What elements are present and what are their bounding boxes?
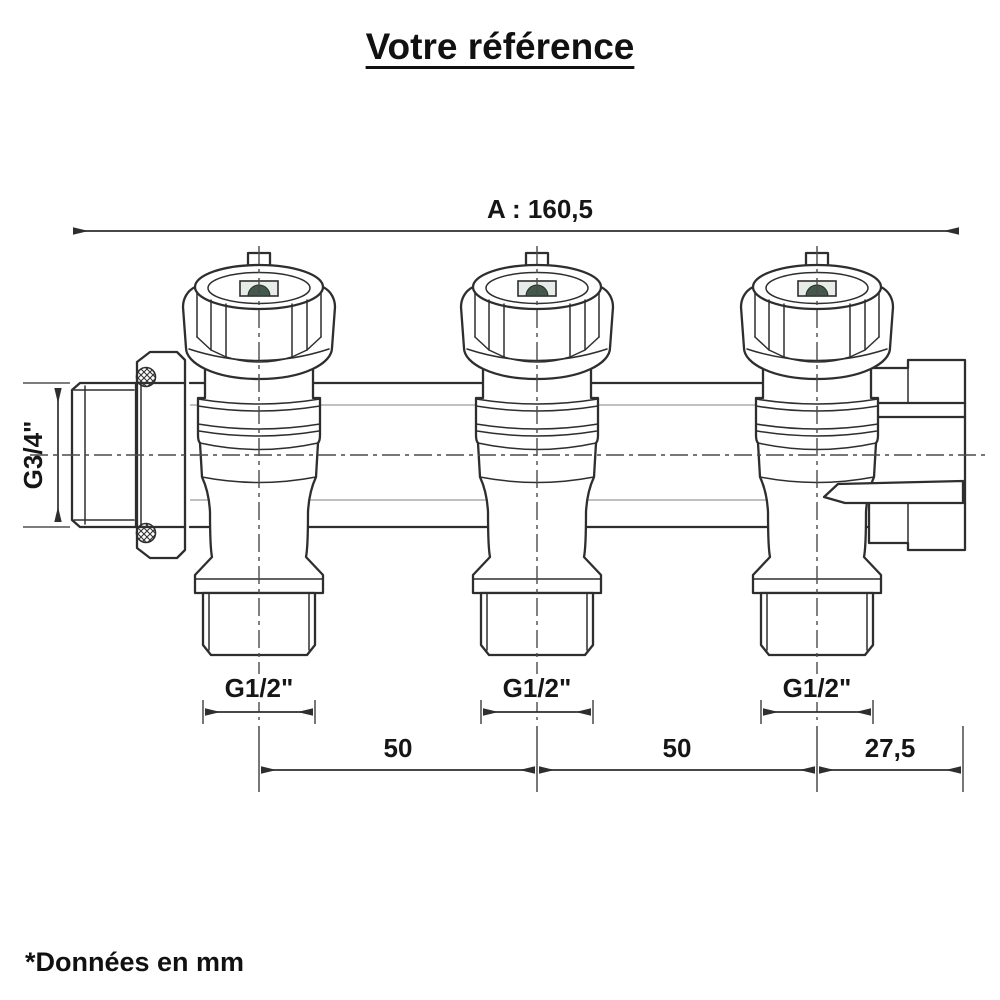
outlet-thread-label-2: G1/2" (503, 673, 572, 703)
inlet-compression-nut (135, 350, 187, 560)
side-outlet-plate (822, 479, 965, 505)
o-ring-bottom (135, 522, 157, 544)
outlet-thread-label-1: G1/2" (225, 673, 294, 703)
spacing-label-3: 27,5 (865, 733, 916, 763)
spacing-dimension-2: 50 (539, 733, 815, 774)
nut-section-hatch-top (135, 350, 187, 385)
overall-width-label: A : 160,5 (487, 194, 593, 224)
spacing-dimensions: 50 50 27,5 (258, 726, 964, 792)
overall-width-dimension: A : 160,5 (73, 194, 959, 235)
spacing-label-1: 50 (384, 733, 413, 763)
inlet-dimension: G3/4" (18, 382, 70, 528)
centerlines (30, 246, 985, 720)
outlet-thread-label-3: G1/2" (783, 673, 852, 703)
inlet-thread-label: G3/4" (18, 421, 48, 490)
spacing-dimension-1: 50 (261, 733, 535, 774)
spacing-label-2: 50 (663, 733, 692, 763)
spacing-dimension-3: 27,5 (819, 733, 961, 774)
outlet-dimension-3: G1/2" (760, 673, 874, 724)
outlet-dimension-2: G1/2" (480, 673, 594, 724)
nut-section-hatch-bottom (135, 525, 187, 560)
o-ring-top (135, 366, 157, 388)
page-title: Votre référence (365, 26, 635, 67)
outlet-dimension-1: G1/2" (202, 673, 316, 724)
units-note: *Données en mm (25, 947, 245, 977)
